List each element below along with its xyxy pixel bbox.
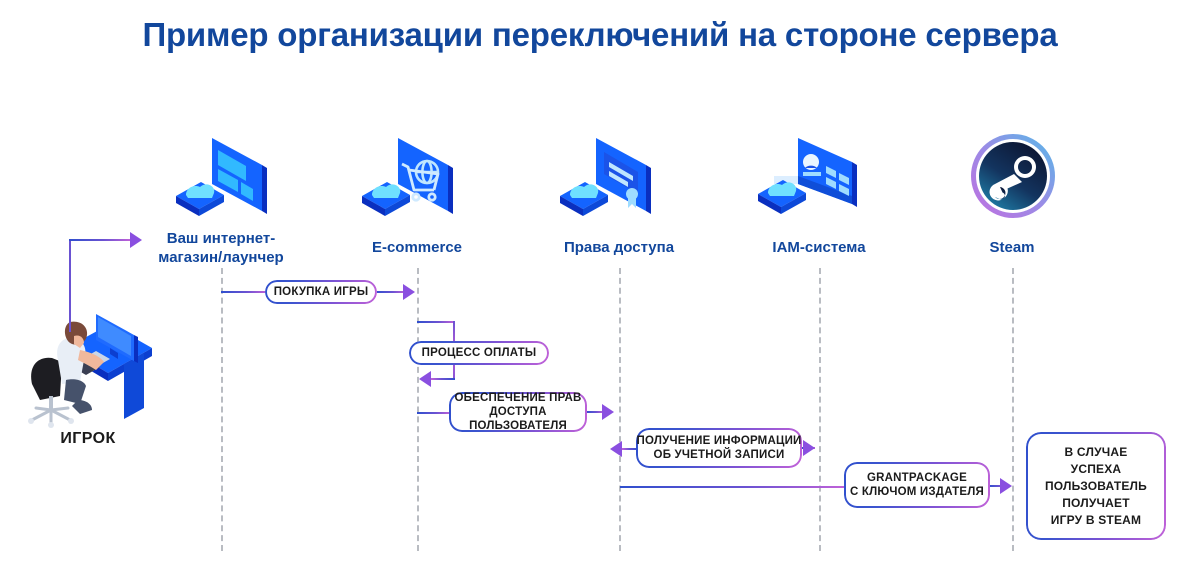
column-label-steam: Steam <box>989 239 1035 256</box>
actor-connector-arrow <box>130 232 142 248</box>
lifeline-steam <box>1012 268 1014 551</box>
actor-connector-vertical <box>69 240 71 332</box>
message-box-steam-result[interactable]: В СЛУЧАЕ УСПЕХА ПОЛЬЗОВАТЕЛЬ ПОЛУЧАЕТ ИГ… <box>1026 432 1166 540</box>
message-box-payment[interactable]: ПРОЦЕСС ОПЛАТЫ <box>409 341 549 365</box>
message-line-m1-right <box>376 291 406 293</box>
message-line-m5-right <box>989 485 1007 487</box>
message-line-m5-left <box>620 486 846 488</box>
message-line-m4-left <box>622 448 638 450</box>
steam-logo-icon <box>970 133 1056 219</box>
message-arrow-m4 <box>803 440 815 456</box>
message-line-m2-back <box>431 378 455 380</box>
user-dashboard-screen-icon <box>756 128 871 224</box>
message-arrow-m2 <box>419 371 431 387</box>
message-line-m2-top <box>417 321 455 323</box>
message-line-m2-down <box>453 321 455 343</box>
message-arrow-m5 <box>1000 478 1012 494</box>
actor-connector-horizontal <box>69 239 131 241</box>
message-arrow-m1 <box>403 284 415 300</box>
player-at-desk-illustration <box>18 300 158 430</box>
column-label-shop: Ваш интернет- магазин/лаунчер <box>158 230 284 266</box>
column-label-rights: Права доступа <box>563 239 675 256</box>
message-arrow-m4-left <box>610 441 622 457</box>
message-arrow-m3 <box>602 404 614 420</box>
message-line-m1-left <box>221 291 267 293</box>
actor-label: ИГРОК <box>60 430 116 447</box>
certificate-screen-icon <box>556 132 666 224</box>
message-line-m3-right <box>586 411 604 413</box>
message-box-grantpackage[interactable]: GRANTPACKAGE С КЛЮЧОМ ИЗДАТЕЛЯ <box>844 462 990 508</box>
lifeline-rights <box>619 268 621 551</box>
message-box-grant-rights[interactable]: ОБЕСПЕЧЕНИЕ ПРАВ ДОСТУПА ПОЛЬЗОВАТЕЛЯ <box>449 392 587 432</box>
message-box-purchase[interactable]: ПОКУПКА ИГРЫ <box>265 280 377 304</box>
lifeline-shop <box>221 268 223 551</box>
message-line-m2-down2 <box>453 363 455 379</box>
lifeline-iam <box>819 268 821 551</box>
message-box-account-info[interactable]: ПОЛУЧЕНИЕ ИНФОРМАЦИИ ОБ УЧЕТНОЙ ЗАПИСИ <box>636 428 802 468</box>
page-title: Пример организации переключений на сторо… <box>142 16 1058 53</box>
cart-globe-screen-icon <box>358 132 468 224</box>
message-line-m3-left <box>417 412 451 414</box>
monitor-cloud-icon <box>168 132 278 224</box>
column-label-ecommerce: E-commerce <box>371 239 463 256</box>
column-label-iam: IAM-система <box>772 239 866 256</box>
lifeline-ecommerce <box>417 268 419 551</box>
